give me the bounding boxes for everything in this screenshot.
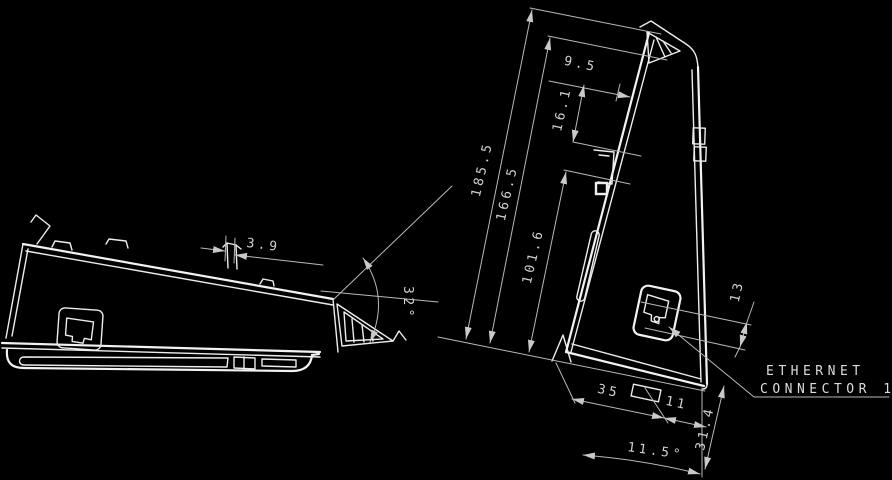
dimension-top-offset: 9.5 [548,54,631,102]
front-slot-2 [693,146,707,162]
deck-bump-1 [51,240,73,251]
dim-label-185-5: 185.5 [469,140,496,199]
bottom-edge [564,350,706,388]
bottom-foot-right [630,383,662,403]
top-bracket-ribs [655,36,672,58]
angle-arc [362,257,379,343]
connector-recess-outline [632,284,682,342]
dim-line [571,397,665,420]
extension-ticks [224,235,236,264]
angle-arc [582,452,701,475]
base-second-line [1,347,321,358]
dim-label-166-5: 166.5 [494,164,521,223]
rear-edge-inner [11,248,29,337]
stand-clip [392,330,407,342]
dim-line [663,417,707,428]
dim-label-13: 13 [728,278,748,303]
dim-label-35: 35 [596,382,621,401]
extension-tick [615,83,621,102]
base-inner-rail [18,356,229,368]
dim-line [571,84,586,143]
dimension-top-gap: 16.1 [550,84,642,157]
dim-label-16-1: 16.1 [550,85,575,133]
dimension-connector-height: 31.4 [693,385,725,470]
dim-line-overrun-bottom [734,346,741,358]
arrow-line-right [234,252,324,266]
angle-ray-upper [332,185,453,301]
rear-view: 185.5 166.5 101.6 9.5 16.1 [437,7,892,478]
front-face-edge [696,65,709,386]
rj45-jack-icon [64,317,95,344]
keyboard-deck-inner-line [25,250,334,306]
dim-line [704,385,725,470]
front-slot-1 [692,127,706,145]
rear-connector-block [594,181,609,196]
arrow-line-left [200,246,226,253]
rear-bracket-inner [598,154,610,157]
side-connector-recess [56,307,104,351]
ethernet-connector-cutout [632,284,682,342]
deck-bump-2 [105,238,129,249]
callout-text-line2: CONNECTOR 1 [760,382,892,397]
back-edge-inner [570,39,655,353]
dim-label-3-9: 3.9 [246,236,282,255]
dim-label-11-5deg: 11.5° [626,440,684,463]
dimension-overall-height: 185.5 [464,7,662,340]
base-outline [5,348,321,373]
arrow-line [548,80,631,99]
ethernet-callout: ETHERNET CONNECTOR 1 [668,326,892,398]
leader-line [668,326,755,398]
extension-line [563,169,631,185]
connector-pin-dot [653,315,660,323]
dim-line [488,37,552,344]
dimension-connector-size: 13 [640,278,755,358]
dimension-deck-angle: 32° [320,185,453,343]
front-edge [332,298,339,353]
dimension-base-gap: 11 [663,394,707,428]
mounting-baseline [437,336,706,392]
base-top-line [0,341,322,354]
bottom-edge-inner [571,343,702,380]
rear-edge [5,243,24,339]
dimension-mid-height: 101.6 [520,169,631,353]
rear-hook-outline [30,214,51,245]
side-slot-panel [576,230,600,302]
dimension-key-width: 3.9 [200,235,324,266]
top-edge [639,20,687,45]
dim-label-9-5: 9.5 [563,54,599,76]
angle-ray-lower [320,290,439,303]
dim-line-overrun-top [746,301,755,323]
dimension-mount-angle: 11.5° [582,440,701,475]
front-face-edge-inner [691,69,702,383]
dim-line [739,321,748,348]
bottom-foot-left [551,334,572,363]
dim-label-101-6: 101.6 [520,227,547,286]
base-foot-block [233,356,256,370]
deck-bump-3 [259,278,275,287]
dim-line [527,171,568,353]
extension-lines [640,301,752,351]
base-inner-rail-2 [261,358,297,368]
extension-line [529,7,662,35]
callout-text-line1: ETHERNET [766,364,865,379]
dim-label-32deg: 32° [400,286,415,320]
top-right-corner [685,43,699,68]
extension-line [572,141,642,157]
dim-label-11: 11 [664,394,689,413]
extension-line [547,35,668,61]
rj45-jack-icon [643,293,670,325]
recess-outline [56,307,104,351]
side-view: 3.9 32° [0,185,453,373]
keyboard-deck-edge [21,242,335,301]
